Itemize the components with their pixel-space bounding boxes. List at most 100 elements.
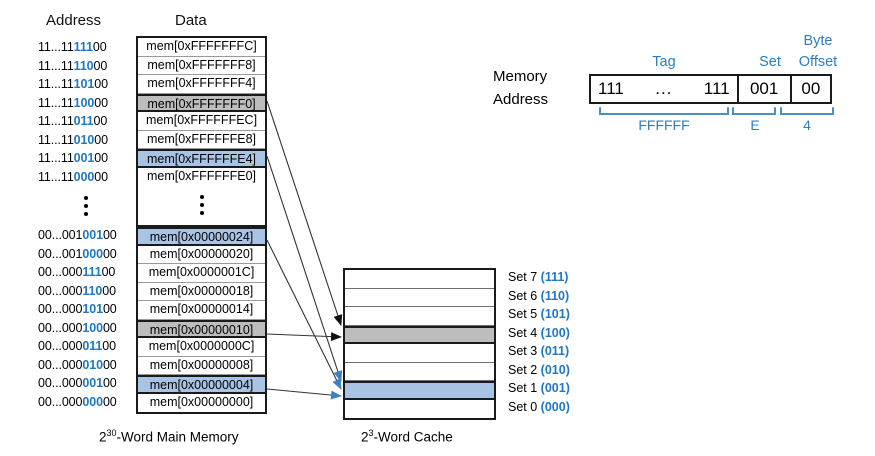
cache-set-row — [345, 381, 494, 400]
address-label: 11...1111000 — [38, 57, 134, 76]
byte-offset-title-line1: Byte — [803, 33, 833, 49]
tag-bits-left: 111 — [598, 79, 624, 98]
address-label: 00...00000000 — [38, 393, 134, 412]
address-tag-bits: 00...000 — [38, 265, 83, 279]
cache-caption-text: -Word Cache — [373, 429, 453, 445]
memory-cell: mem[0x00000024] — [138, 227, 265, 246]
address-set-bits: 000 — [82, 246, 103, 261]
memory-cell: mem[0x00000000] — [138, 393, 265, 412]
address-column-heading: Address — [46, 12, 102, 29]
address-label: 11...1111100 — [38, 38, 134, 57]
address-offset-bits: 00 — [102, 339, 116, 353]
address-set-bits: 000 — [73, 169, 95, 184]
address-offset-bits: 00 — [102, 302, 117, 316]
address-offset-bits: 00 — [94, 169, 108, 184]
address-offset-bits: 00 — [94, 151, 108, 165]
cache-set-label: Set 3 (011) — [508, 342, 570, 361]
cache-set-binary: (101) — [540, 307, 570, 321]
address-label: 00...00000100 — [38, 374, 134, 393]
tag-brace — [599, 107, 729, 115]
address-label: 00...00011100 — [38, 263, 134, 282]
address-set-bits: 010 — [73, 132, 95, 147]
address-tag-bits: 11...11 — [38, 132, 74, 147]
cache-set-row — [345, 288, 494, 307]
main-memory-table-bottom: mem[0x00000024]mem[0x00000020]mem[0x0000… — [136, 225, 267, 414]
arrow-mem-00000024-to-set1 — [266, 239, 342, 390]
address-offset-bits: 00 — [102, 228, 117, 242]
cache-set-row — [345, 325, 494, 344]
address-label: 11...1110100 — [38, 75, 134, 94]
address-set-bits: 101 — [82, 302, 103, 316]
address-label: 11...1100000 — [38, 168, 134, 187]
cache-set-label: Set 0 (000) — [508, 398, 570, 417]
address-set-bits: 111 — [73, 40, 93, 54]
mm-caption-base: 2 — [99, 429, 107, 445]
memory-address-label-line2: Address — [493, 91, 549, 108]
address-label: 11...1100100 — [38, 149, 134, 168]
tag-hex-label: FFFFFF — [638, 117, 690, 133]
address-set-bits: 000 — [82, 394, 103, 409]
memory-cell: mem[0xFFFFFFF8] — [138, 56, 265, 75]
offset-bits-cell: 00 — [801, 79, 821, 98]
memory-cell: mem[0x00000008] — [138, 356, 265, 375]
memory-cell: mem[0x00000004] — [138, 375, 265, 394]
address-label: 11...1101000 — [38, 131, 134, 150]
address-label: 00...00001000 — [38, 356, 134, 375]
address-tag-bits: 00...000 — [38, 376, 83, 390]
address-offset-bits: 00 — [92, 40, 107, 54]
byte-offset-title-line2: Offset — [798, 54, 838, 70]
cache-set-name: Set 6 — [508, 288, 541, 303]
address-label: 11...1110000 — [38, 94, 134, 113]
cache-set-name: Set 1 — [508, 381, 541, 395]
cache-set-row — [345, 399, 494, 418]
memory-cell: mem[0xFFFFFFE8] — [138, 130, 265, 149]
address-tag-bits: 00...001 — [38, 246, 83, 261]
address-offset-bits: 00 — [94, 132, 108, 147]
memory-cell: mem[0x0000000C] — [138, 338, 265, 357]
cache-set-label-list: Set 7 (111)Set 6 (110)Set 5 (101)Set 4 (… — [508, 268, 570, 416]
address-offset-bits: 00 — [102, 246, 117, 261]
tag-bits-right: 111 — [703, 79, 730, 98]
main-memory-caption: 230-Word Main Memory — [99, 428, 239, 445]
cache-set-name: Set 0 — [508, 399, 541, 414]
memory-address-label-line1: Memory — [493, 68, 548, 85]
address-label: 00...00100000 — [38, 245, 134, 264]
memory-cell: mem[0xFFFFFFE0] — [138, 167, 265, 186]
offset-brace — [780, 107, 834, 115]
cache-set-binary: (100) — [540, 325, 570, 340]
cache-set-name: Set 7 — [508, 270, 541, 284]
address-set-bits: 110 — [73, 58, 94, 73]
cache-set-binary: (000) — [540, 399, 570, 414]
cache-set-row — [345, 344, 494, 363]
cache-set-name: Set 2 — [508, 362, 541, 377]
arrow-mem-00000010-to-set4 — [266, 332, 342, 342]
memory-address-field-box: 111 ... 111 001 00 — [589, 74, 832, 104]
set-brace — [732, 107, 776, 115]
memory-cell: mem[0x00000010] — [138, 319, 265, 338]
cache-set-binary: (011) — [540, 344, 570, 358]
address-tag-bits: 00...000 — [38, 339, 83, 353]
address-tag-bits: 11...11 — [38, 169, 74, 184]
memory-cell: mem[0xFFFFFFEC] — [138, 112, 265, 131]
memory-cell: mem[0xFFFFFFE4] — [138, 149, 265, 168]
memory-data-ellipsis — [136, 184, 267, 225]
address-tag-bits: 11...11 — [38, 77, 74, 91]
address-tag-bits: 11...11 — [38, 40, 74, 54]
cache-set-row — [345, 362, 494, 381]
address-tag-bits: 00...001 — [38, 228, 83, 242]
set-hex-label: E — [750, 117, 760, 133]
address-set-bits: 010 — [82, 357, 103, 372]
address-offset-bits: 00 — [94, 77, 108, 91]
address-offset-bits: 00 — [102, 283, 116, 298]
offset-hex-label: 4 — [803, 117, 811, 133]
address-tag-bits: 00...000 — [38, 394, 83, 409]
address-label: 00...00011000 — [38, 282, 134, 301]
address-tag-bits: 00...000 — [38, 320, 83, 335]
cache-set-name: Set 5 — [508, 307, 541, 321]
address-tag-bits: 11...11 — [38, 151, 74, 165]
cache-set-label: Set 1 (001) — [508, 379, 570, 398]
tag-bits-cell: 111 ... 111 — [591, 76, 739, 102]
memory-cell: mem[0xFFFFFFF4] — [138, 75, 265, 94]
